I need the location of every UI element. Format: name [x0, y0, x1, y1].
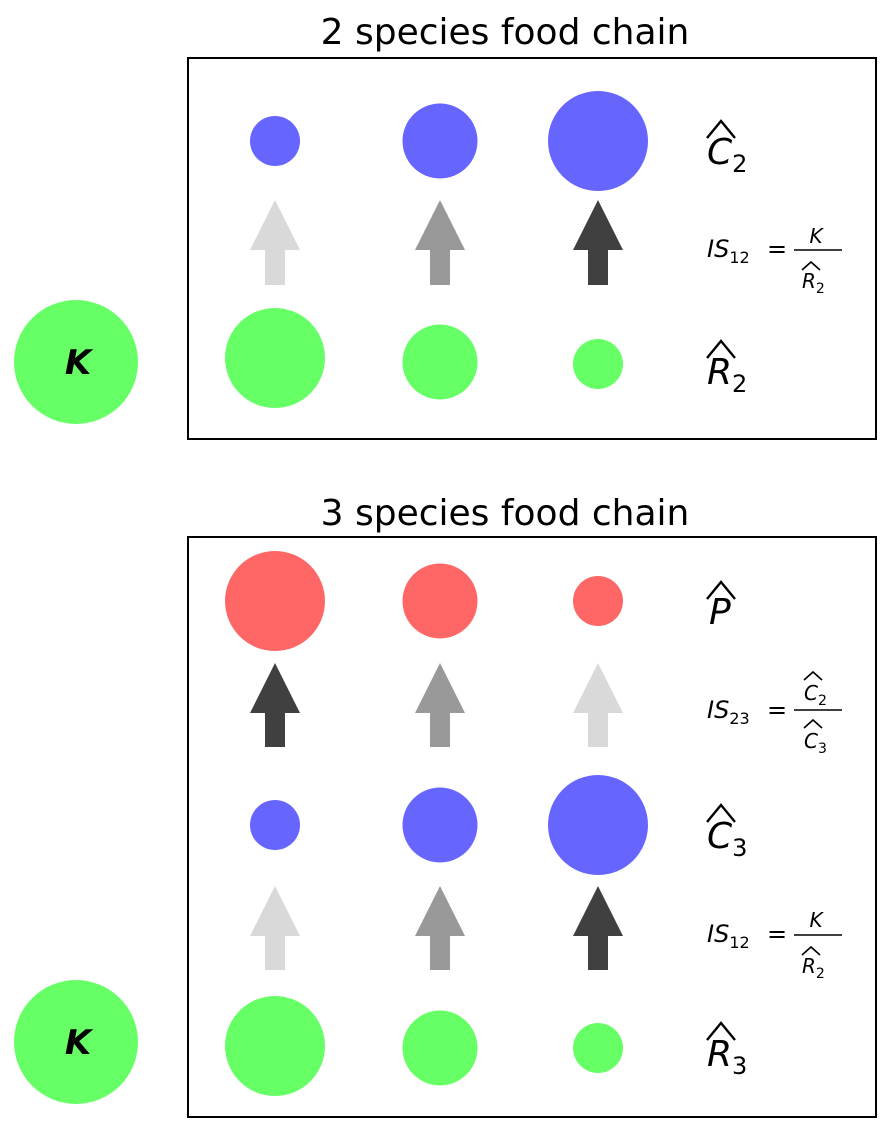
panel2-lower-arrow-1: [250, 886, 300, 970]
panel2-frame: [187, 536, 877, 1118]
svg-text:R2: R2: [707, 352, 747, 398]
panel1-arrow-3: [573, 200, 623, 285]
svg-text:C3: C3: [804, 729, 827, 757]
svg-text:IS12: IS12: [707, 235, 750, 267]
panel1-k-circle: [14, 300, 138, 424]
panel1-k-label: K: [65, 343, 94, 383]
svg-text:K: K: [809, 908, 824, 932]
panel2-interaction-formula-upper: IS23 = C2 C3: [707, 670, 842, 757]
svg-text:P: P: [709, 592, 731, 633]
panel1-arrow-1: [250, 200, 300, 285]
panel2-resource-circle-2: [402, 1010, 478, 1086]
svg-text:R2: R2: [802, 954, 825, 982]
panel1-resource-circle-2: [402, 324, 478, 400]
svg-text:K: K: [809, 224, 824, 248]
panel1-interaction-formula: IS12 = K R2: [707, 224, 842, 297]
panel2-k-circle: [14, 980, 138, 1104]
svg-text:C2: C2: [707, 132, 747, 178]
panel1-resource-label: R2: [706, 339, 747, 398]
svg-text:=: =: [767, 920, 787, 948]
panel2-resource-circle-1: [225, 996, 325, 1096]
panel2-predator-circle-2: [402, 563, 478, 639]
svg-text:R3: R3: [707, 1034, 747, 1080]
panel1-consumer-label: C2: [706, 119, 747, 178]
panel2-consumer-circle-2: [402, 787, 478, 863]
panel2-predator-circle-3: [573, 576, 623, 626]
panel2-consumer-circle-1: [250, 800, 300, 850]
panel2-upper-arrow-3: [573, 663, 623, 747]
panel1-frame: [187, 57, 877, 440]
panel1-consumer-circle-3: [548, 91, 648, 191]
panel2-resource-circle-3: [573, 1023, 623, 1073]
panel1-resource-circle-3: [573, 339, 623, 389]
panel2-k-label: K: [65, 1023, 94, 1063]
panel2-lower-arrow-3: [573, 886, 623, 970]
panel2-upper-arrow-2: [415, 663, 465, 747]
panel2-consumer-circle-3: [548, 775, 648, 875]
svg-text:=: =: [767, 235, 787, 263]
panel2-consumer-label: C3: [706, 803, 747, 862]
svg-text:C3: C3: [707, 816, 747, 862]
svg-text:IS23: IS23: [707, 696, 750, 728]
panel1-consumer-circle-2: [402, 103, 478, 179]
panel2-resource-label: R3: [706, 1021, 747, 1080]
panel2-predator-label: P: [706, 580, 736, 633]
panel2-lower-arrow-2: [415, 886, 465, 970]
panel1-title: 2 species food chain: [321, 12, 690, 53]
svg-text:IS12: IS12: [707, 920, 750, 952]
panel2-predator-circle-1: [225, 551, 325, 651]
panel2-interaction-formula-lower: IS12 = K R2: [707, 908, 842, 982]
svg-text:R2: R2: [802, 269, 825, 297]
panel2-upper-arrow-1: [250, 663, 300, 747]
svg-text:C2: C2: [804, 681, 827, 709]
panel1-consumer-circle-1: [250, 116, 300, 166]
panel1-resource-circle-1: [225, 308, 325, 408]
panel1-arrow-2: [415, 200, 465, 285]
panel2-title: 3 species food chain: [321, 493, 690, 534]
svg-text:=: =: [767, 696, 787, 724]
